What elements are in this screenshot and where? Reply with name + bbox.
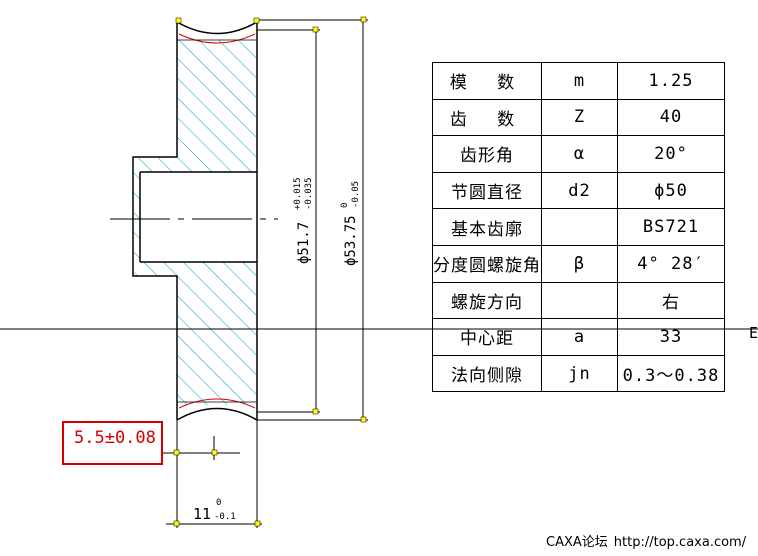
site-url[interactable]: http://top.caxa.com/ [613, 535, 747, 550]
tooth-tip-bottom [176, 407, 258, 421]
param-name-cell: 螺旋方向 [432, 281, 542, 320]
svg-text:ϕ53.75: ϕ53.75 [343, 215, 359, 266]
param-name-cell: 法向侧隙 [432, 354, 542, 393]
param-symbol-cell: m [541, 62, 618, 100]
svg-text:+0.015: +0.015 [293, 177, 303, 210]
param-name-cell: 模 数 [432, 62, 542, 100]
param-symbol-cell: α [541, 135, 618, 173]
svg-text:-0.035: -0.035 [304, 177, 314, 210]
param-name-cell: 齿形角 [432, 135, 542, 173]
param-value-cell: BS721 [617, 208, 725, 246]
param-symbol-cell: d2 [541, 171, 618, 210]
root-dia-dimension: ϕ51.7 +0.015 -0.035 [293, 177, 314, 264]
param-name-cell: 节圆直径 [432, 171, 542, 210]
param-symbol-cell: Z [541, 98, 618, 137]
snap-markers [173, 16, 367, 527]
table-row: 基本齿廓 BS721 [432, 208, 725, 246]
param-name-cell: 分度圆螺旋角 [432, 244, 542, 283]
tolerance-callout-box [62, 421, 163, 465]
param-symbol-cell [541, 281, 618, 320]
tolerance-note: 5.5±0.08 [74, 428, 156, 448]
param-name-cell: 基本齿廓 [432, 208, 542, 246]
svg-text:ϕ51.7: ϕ51.7 [296, 222, 312, 264]
gear-section [132, 21, 258, 421]
gear-body-hatch [133, 40, 257, 405]
svg-text:-0.05: -0.05 [351, 181, 361, 208]
param-value-cell: ϕ50 [617, 171, 725, 210]
param-value-cell: 33 [617, 318, 725, 356]
param-value-cell: 右 [617, 281, 725, 320]
param-value-cell: 40 [617, 98, 725, 137]
param-value-cell: 1.25 [617, 62, 725, 100]
svg-text:0: 0 [340, 203, 350, 208]
svg-text:11: 11 [193, 505, 211, 523]
param-symbol-cell: β [541, 244, 618, 283]
site-footer: CAXA论坛 http://top.caxa.com/ [546, 531, 746, 550]
param-symbol-cell: jn [541, 354, 618, 393]
param-value-cell: 0.3～0.38 [617, 354, 725, 393]
gear-outline [132, 22, 258, 420]
pitch-arc-bottom [178, 398, 256, 409]
pitch-arc-top [178, 33, 256, 44]
param-symbol-cell [541, 208, 618, 246]
site-name: CAXA论坛 [546, 535, 608, 550]
param-value-cell: 20° [617, 135, 725, 173]
param-name-cell: 齿 数 [432, 98, 542, 137]
width-dimension: 11 0 -0.1 [193, 498, 236, 523]
edge-label: E [749, 324, 758, 342]
tooth-tip-top [176, 21, 258, 35]
param-value-cell: 4° 28′ [617, 244, 725, 283]
svg-text:0: 0 [216, 498, 221, 508]
param-name-cell: 中心距 [432, 318, 542, 356]
table-row: 螺旋方向 右 [432, 281, 725, 320]
dimension-lines [150, 19, 368, 528]
outer-dia-dimension: ϕ53.75 0 -0.05 [340, 181, 361, 266]
svg-text:-0.1: -0.1 [214, 512, 236, 522]
param-symbol-cell: a [541, 318, 618, 356]
